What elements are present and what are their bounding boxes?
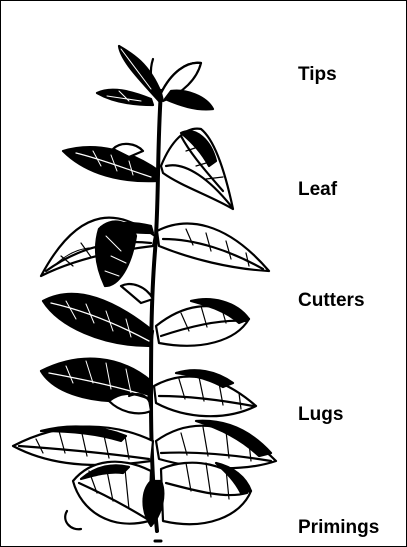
label-lugs: Lugs (298, 404, 343, 426)
label-primings: Primings (298, 517, 379, 539)
label-leaf: Leaf (298, 179, 337, 201)
label-cutters: Cutters (298, 290, 365, 312)
tobacco-plant-illustration (1, 1, 291, 546)
primings-leaves (13, 421, 276, 529)
label-tips: Tips (298, 64, 337, 86)
cutters-lower-leaves (43, 284, 249, 346)
tips-leaves (97, 46, 213, 109)
plant-stalk (151, 91, 161, 531)
lugs-leaves (41, 359, 256, 417)
leaf-band-leaves (63, 129, 233, 209)
